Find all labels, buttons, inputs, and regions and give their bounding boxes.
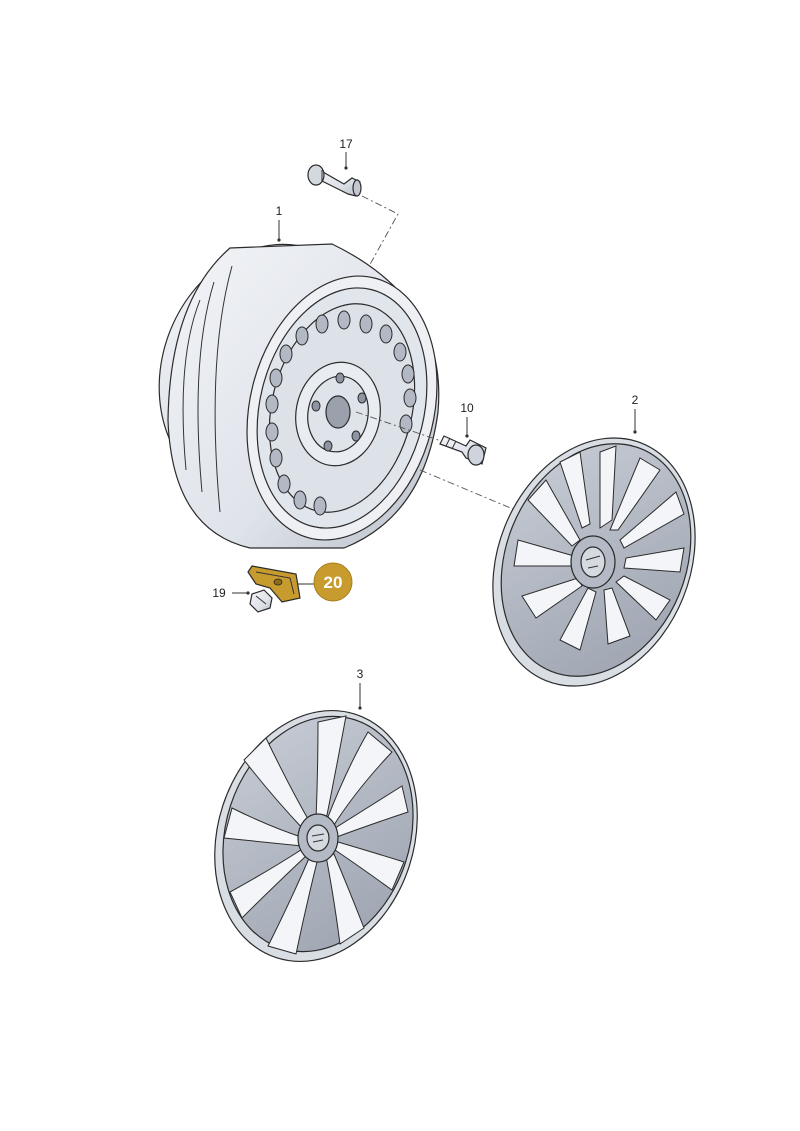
callout-17: 17 xyxy=(339,137,353,170)
callout-label-20: 20 xyxy=(324,573,343,592)
rim-lug-holes xyxy=(311,372,367,452)
tpms-sensor[interactable] xyxy=(247,565,301,603)
sensor-nut[interactable] xyxy=(249,589,273,613)
assembly-line-valve xyxy=(361,195,399,269)
callout-19: 19 xyxy=(212,586,250,600)
callout-label-2: 2 xyxy=(632,393,639,407)
callout-1: 1 xyxy=(276,204,283,242)
callout-label-17: 17 xyxy=(339,137,353,151)
hubcap-2[interactable] xyxy=(457,407,731,716)
wheel-bolt[interactable] xyxy=(439,435,487,466)
steel-rim[interactable] xyxy=(124,213,464,560)
callout-label-1: 1 xyxy=(276,204,283,218)
assembly-line-hubcap xyxy=(419,469,521,513)
callout-label-10: 10 xyxy=(460,401,474,415)
assembly-line-bolt xyxy=(355,411,445,443)
callout-10: 10 xyxy=(460,401,474,438)
hubcap-3-slots xyxy=(223,715,409,955)
callout-label-3: 3 xyxy=(357,667,364,681)
callout-3: 3 xyxy=(357,667,364,710)
hubcap-3[interactable] xyxy=(183,684,449,988)
rim-vent-holes xyxy=(265,310,417,516)
callout-2: 2 xyxy=(632,393,639,434)
callout-label-19: 19 xyxy=(212,586,226,600)
valve-stem[interactable] xyxy=(307,164,362,197)
callout-20-badge[interactable]: 20 xyxy=(298,562,353,602)
